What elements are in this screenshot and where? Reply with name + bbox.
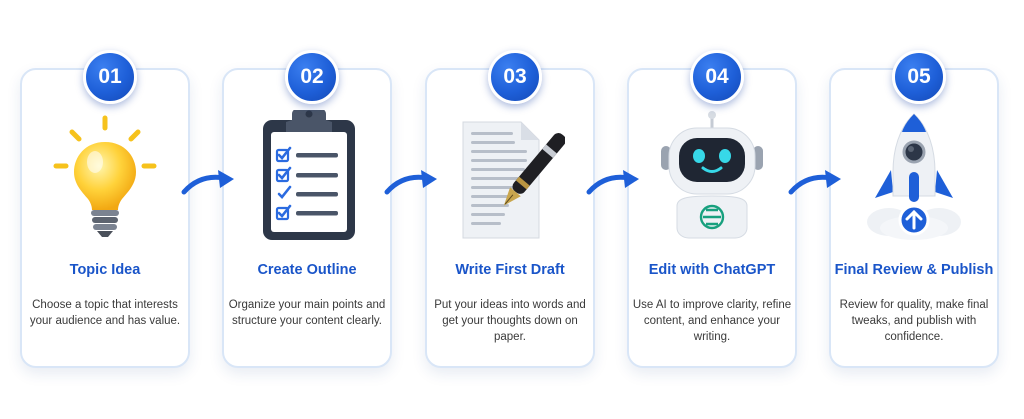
step-description: Choose a topic that interests your audie… <box>29 299 181 327</box>
step-description: Put your ideas into words and get your t… <box>434 299 586 343</box>
step-number-badge: 04 <box>690 50 744 104</box>
step-number-badge: 02 <box>285 50 339 104</box>
step-title: Final Review & Publish <box>834 262 994 278</box>
step-number-badge: 01 <box>83 50 137 104</box>
step-title: Topic Idea <box>69 262 141 278</box>
step-title: Write First Draft <box>455 262 565 278</box>
clipboard-checklist-icon <box>252 108 362 240</box>
arrow-right-icon <box>384 170 437 195</box>
arrow-right-icon <box>586 170 639 195</box>
step-number-badge: 05 <box>892 50 946 104</box>
lightbulb-icon <box>50 110 160 240</box>
paper-pen-icon <box>455 110 566 240</box>
step-description: Use AI to improve clarity, refine conten… <box>632 299 792 343</box>
rocket-icon <box>859 110 969 240</box>
step-description: Review for quality, make final tweaks, a… <box>839 299 989 343</box>
arrow-right-icon <box>181 170 234 195</box>
step-title: Create Outline <box>257 262 357 278</box>
step-title: Edit with ChatGPT <box>648 262 776 278</box>
arrow-right-icon <box>788 170 841 195</box>
robot-icon <box>657 110 767 240</box>
step-number-badge: 03 <box>488 50 542 104</box>
step-description: Organize your main points and structure … <box>228 299 386 327</box>
